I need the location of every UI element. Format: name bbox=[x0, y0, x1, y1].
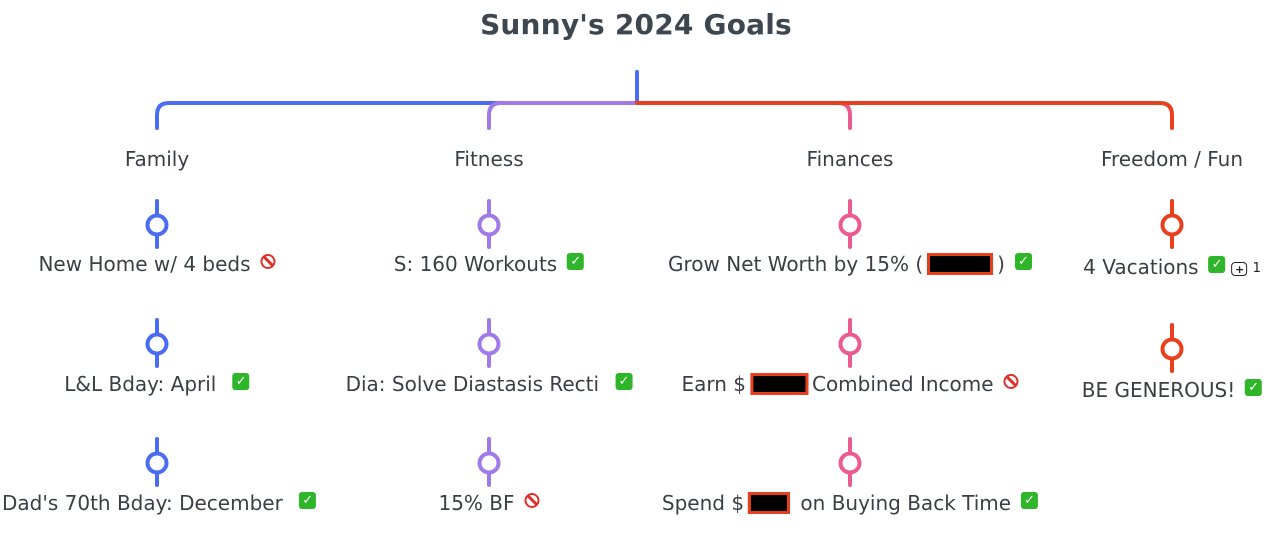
branch-connector-3 bbox=[635, 101, 1174, 130]
branch-connector-2 bbox=[635, 101, 852, 130]
goal-node[interactable]: Grow Net Worth by 15% () ✓ bbox=[668, 250, 1032, 278]
branch-label[interactable]: Freedom / Fun bbox=[1100, 147, 1244, 171]
comment-count: 1 bbox=[1252, 261, 1261, 276]
goal-text: New Home w/ 4 beds bbox=[38, 252, 251, 276]
checkmark-icon: ✓ bbox=[232, 372, 250, 390]
goal-text: on Buying Back Time bbox=[794, 491, 1012, 515]
goal-node[interactable]: New Home w/ 4 beds bbox=[38, 250, 276, 278]
comment-icon: + bbox=[1231, 262, 1248, 276]
node-connector-circle[interactable] bbox=[145, 451, 169, 475]
node-connector-circle[interactable] bbox=[477, 213, 501, 237]
goal-text: Combined Income bbox=[811, 372, 994, 396]
page-title: Sunny's 2024 Goals bbox=[480, 8, 792, 41]
checkmark-icon: ✓ bbox=[1021, 491, 1039, 509]
redacted-value bbox=[748, 492, 791, 514]
goal-node[interactable]: Earn $ Combined Income bbox=[681, 370, 1019, 398]
node-connector-circle[interactable] bbox=[145, 213, 169, 237]
node-connector-circle[interactable] bbox=[477, 332, 501, 356]
checkmark-icon: ✓ bbox=[615, 372, 633, 390]
goal-node[interactable]: L&L Bday: April ✓ bbox=[64, 370, 250, 398]
redacted-value bbox=[749, 373, 808, 395]
goal-text: Dad's 70th Bday: December bbox=[1, 491, 290, 515]
blocked-icon bbox=[524, 492, 540, 508]
goal-text: S: 160 Workouts bbox=[393, 252, 558, 276]
goal-node[interactable]: 15% BF bbox=[438, 489, 540, 517]
branch-label[interactable]: Fitness bbox=[454, 147, 524, 171]
node-connector-circle[interactable] bbox=[838, 332, 862, 356]
node-connector-circle[interactable] bbox=[477, 451, 501, 475]
blocked-icon bbox=[260, 253, 276, 269]
checkmark-icon: ✓ bbox=[1245, 378, 1263, 396]
checkmark-icon: ✓ bbox=[567, 252, 585, 270]
goal-text: Spend $ bbox=[661, 491, 745, 515]
branch-connector-0 bbox=[155, 101, 639, 130]
goal-text: 4 Vacations bbox=[1083, 255, 1199, 279]
checkmark-icon: ✓ bbox=[299, 491, 317, 509]
branch-connector-1 bbox=[487, 101, 639, 130]
goal-node[interactable]: Dia: Solve Diastasis Recti ✓ bbox=[346, 370, 633, 398]
goal-text: BE GENEROUS! bbox=[1081, 378, 1236, 402]
blocked-icon bbox=[1003, 373, 1019, 389]
goal-text: Earn $ bbox=[681, 372, 746, 396]
goal-text: Grow Net Worth by 15% ( bbox=[668, 252, 924, 276]
goal-node[interactable]: BE GENEROUS! ✓ bbox=[1081, 376, 1263, 404]
node-connector-circle[interactable] bbox=[838, 213, 862, 237]
goal-node[interactable]: Dad's 70th Bday: December ✓ bbox=[1, 489, 317, 517]
goal-node[interactable]: S: 160 Workouts ✓ bbox=[393, 250, 585, 278]
branch-label[interactable]: Family bbox=[124, 147, 190, 171]
node-connector-circle[interactable] bbox=[1160, 213, 1184, 237]
node-connector-circle[interactable] bbox=[1160, 337, 1184, 361]
goal-text: L&L Bday: April bbox=[64, 372, 223, 396]
checkmark-icon: ✓ bbox=[1014, 252, 1032, 270]
comment-badge[interactable]: +1 bbox=[1231, 255, 1261, 283]
goal-text: Dia: Solve Diastasis Recti bbox=[345, 372, 606, 396]
branch-label[interactable]: Finances bbox=[806, 147, 894, 171]
redacted-value bbox=[927, 253, 994, 275]
node-connector-circle[interactable] bbox=[838, 451, 862, 475]
checkmark-icon: ✓ bbox=[1208, 255, 1226, 273]
goal-node[interactable]: 4 Vacations ✓ +1 bbox=[1083, 253, 1261, 281]
node-connector-circle[interactable] bbox=[145, 332, 169, 356]
goal-text: ) bbox=[997, 252, 1005, 276]
goal-text: 15% BF bbox=[438, 491, 515, 515]
goal-node[interactable]: Spend $ on Buying Back Time ✓ bbox=[661, 489, 1039, 517]
